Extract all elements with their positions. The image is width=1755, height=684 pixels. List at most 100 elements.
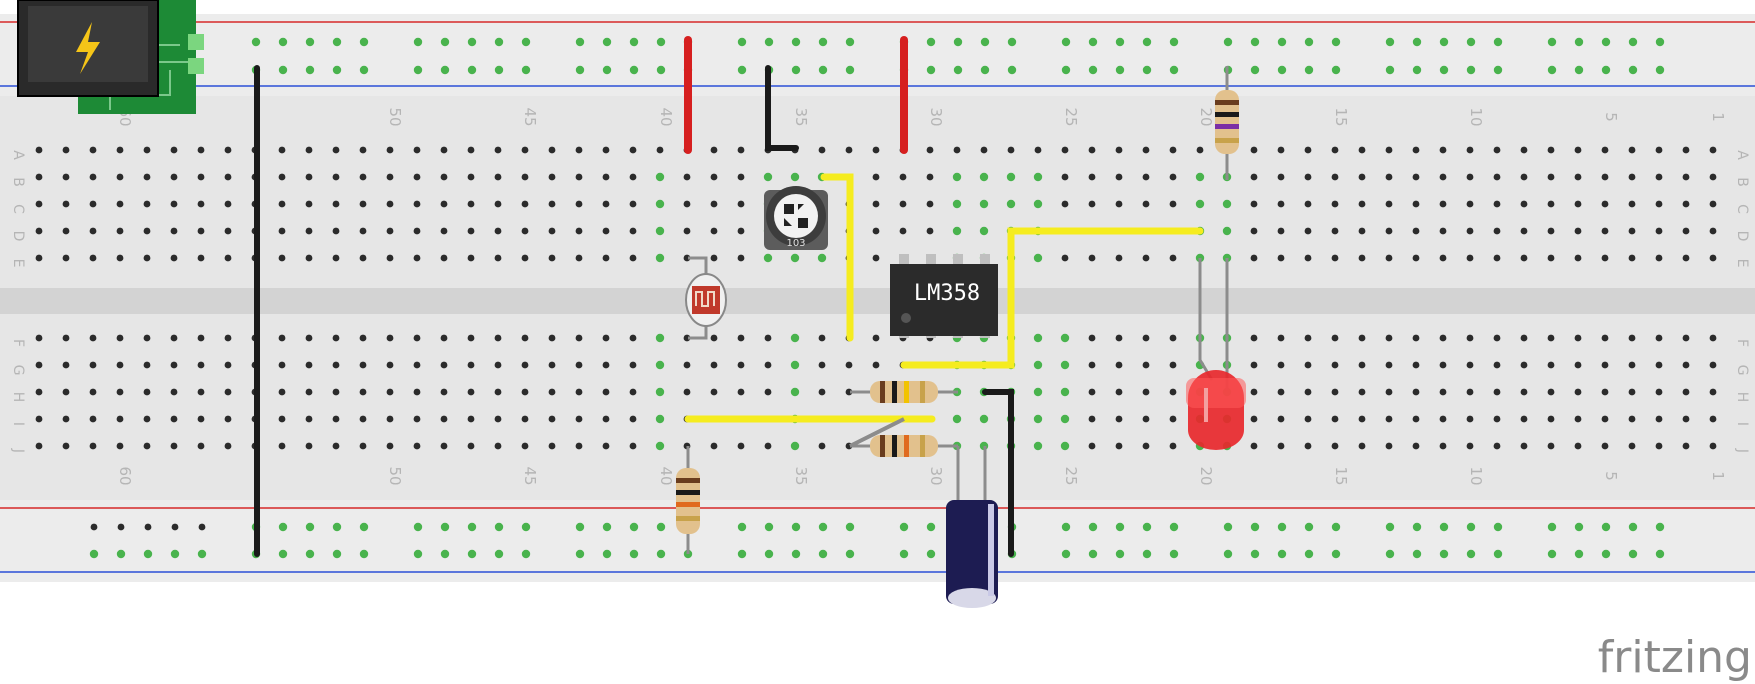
breadboard-hole (1466, 200, 1474, 208)
breadboard-hole (1061, 146, 1069, 154)
rail-hole (1466, 522, 1476, 532)
breadboard-hole (89, 442, 97, 450)
breadboard-hole (386, 146, 394, 154)
breadboard-hole (440, 254, 448, 262)
breadboard-hole (1412, 415, 1420, 423)
breadboard-hole (1628, 227, 1636, 235)
ldr-track (695, 291, 715, 307)
breadboard-hole (1412, 227, 1420, 235)
rail-hole (1007, 37, 1017, 47)
breadboard-hole (952, 414, 962, 424)
breadboard-hole (790, 360, 800, 370)
breadboard-hole (1115, 361, 1123, 369)
rail-hole (1277, 549, 1287, 559)
breadboard-hole (35, 388, 43, 396)
breadboard-hole (170, 361, 178, 369)
breadboard-hole (1142, 254, 1150, 262)
breadboard-hole (1169, 361, 1177, 369)
breadboard-hole (1250, 361, 1258, 369)
breadboard-hole (1682, 361, 1690, 369)
breadboard-hole (143, 388, 151, 396)
rail-hole (1493, 37, 1503, 47)
breadboard-hole (224, 361, 232, 369)
pot-label: 103 (786, 238, 805, 249)
power-jack-pad (188, 34, 204, 50)
rail-hole (602, 37, 612, 47)
breadboard-hole (1250, 442, 1258, 450)
breadboard-hole (1088, 334, 1096, 342)
breadboard-hole (1088, 361, 1096, 369)
rail-hole (1142, 522, 1152, 532)
breadboard-hole (710, 442, 718, 450)
breadboard-hole (305, 227, 313, 235)
breadboard-hole (278, 227, 286, 235)
breadboard-hole (1195, 172, 1205, 182)
breadboard-hole (1169, 334, 1177, 342)
rail-hole (629, 522, 639, 532)
rail-hole (1655, 65, 1665, 75)
breadboard-hole (440, 173, 448, 181)
breadboard-hole (116, 415, 124, 423)
breadboard-hole (224, 200, 232, 208)
breadboard-hole (1169, 146, 1177, 154)
breadboard-hole (979, 199, 989, 209)
column-number-label: 20 (1197, 466, 1215, 485)
breadboard-hole (980, 146, 988, 154)
rail-hole (1385, 522, 1395, 532)
breadboard-hole (1277, 173, 1285, 181)
rail-hole (1655, 522, 1665, 532)
column-number-label: 45 (521, 107, 539, 126)
breadboard-hole (655, 387, 665, 397)
breadboard-hole (359, 334, 367, 342)
breadboard-hole (170, 227, 178, 235)
breadboard-hole (1682, 227, 1690, 235)
breadboard-hole (1142, 334, 1150, 342)
breadboard-hole (116, 442, 124, 450)
breadboard-hole (1574, 146, 1582, 154)
breadboard-hole (359, 388, 367, 396)
breadboard-hole (143, 173, 151, 181)
breadboard-hole (1304, 334, 1312, 342)
rail-hole (737, 522, 747, 532)
column-number-label: 60 (116, 466, 134, 485)
column-number-label: 35 (792, 107, 810, 126)
breadboard-hole (602, 200, 610, 208)
resistor-band (676, 478, 700, 483)
breadboard-hole (1088, 173, 1096, 181)
breadboard-hole (763, 172, 773, 182)
breadboard-hole (1250, 415, 1258, 423)
breadboard-hole (467, 442, 475, 450)
breadboard-hole (89, 146, 97, 154)
breadboard-hole (575, 254, 583, 262)
breadboard-hole (1277, 334, 1285, 342)
breadboard-hole (1709, 254, 1717, 262)
breadboard-hole (1196, 146, 1204, 154)
rail-hole (737, 65, 747, 75)
breadboard-hole (467, 388, 475, 396)
breadboard-hole (1277, 361, 1285, 369)
rail-hole (494, 522, 504, 532)
resistor-band (1215, 100, 1239, 105)
column-number-label: 15 (1332, 107, 1350, 126)
breadboard-hole (629, 415, 637, 423)
breadboard-hole (737, 200, 745, 208)
breadboard-hole (602, 146, 610, 154)
breadboard-hole (1520, 227, 1528, 235)
rail-hole (251, 37, 261, 47)
rail-hole (845, 549, 855, 559)
breadboard-hole (1060, 360, 1070, 370)
breadboard-hole (872, 254, 880, 262)
breadboard-hole (1466, 334, 1474, 342)
rail-hole (90, 523, 98, 531)
breadboard-hole (521, 361, 529, 369)
breadboard-hole (1169, 442, 1177, 450)
breadboard-hole (952, 226, 962, 236)
breadboard-hole (1682, 254, 1690, 262)
breadboard-hole (953, 146, 961, 154)
breadboard-hole (1682, 388, 1690, 396)
photoresistor (685, 256, 727, 340)
resistor-band (676, 502, 700, 507)
breadboard-hole (1493, 415, 1501, 423)
breadboard-hole (602, 227, 610, 235)
rail-hole (1007, 65, 1017, 75)
